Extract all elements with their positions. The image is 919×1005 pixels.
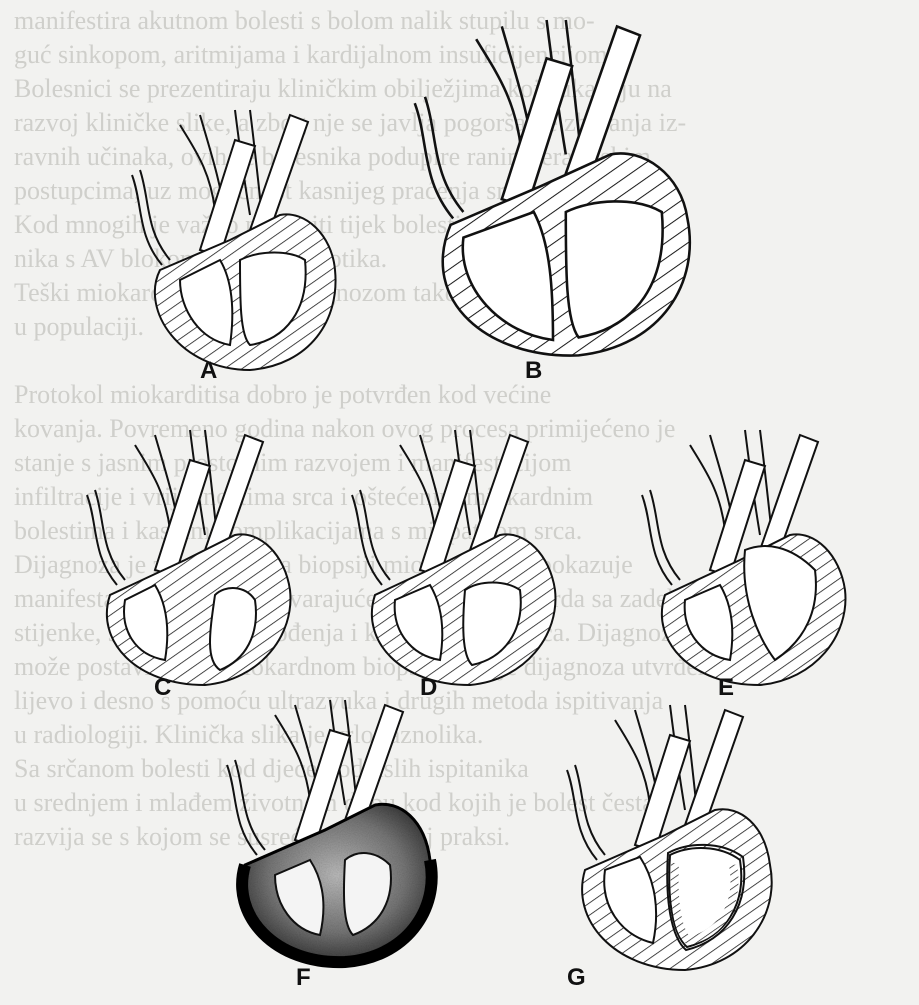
heart-diagram-e	[642, 430, 845, 685]
heart-diagram-a	[132, 110, 336, 370]
panel-label-d: D	[420, 674, 437, 701]
heart-diagram-b	[415, 20, 690, 356]
panel-label-f: F	[296, 964, 311, 991]
panel-label-c: C	[154, 674, 171, 701]
heart-diagram-c	[87, 430, 290, 685]
heart-diagram-g	[567, 705, 772, 970]
heart-diagram-d	[352, 430, 555, 685]
panel-label-a: A	[200, 357, 217, 384]
panel-label-e: E	[718, 674, 734, 701]
panel-label-b: B	[525, 357, 542, 384]
panel-label-g: G	[567, 964, 586, 991]
heart-diagram-f	[227, 700, 432, 962]
